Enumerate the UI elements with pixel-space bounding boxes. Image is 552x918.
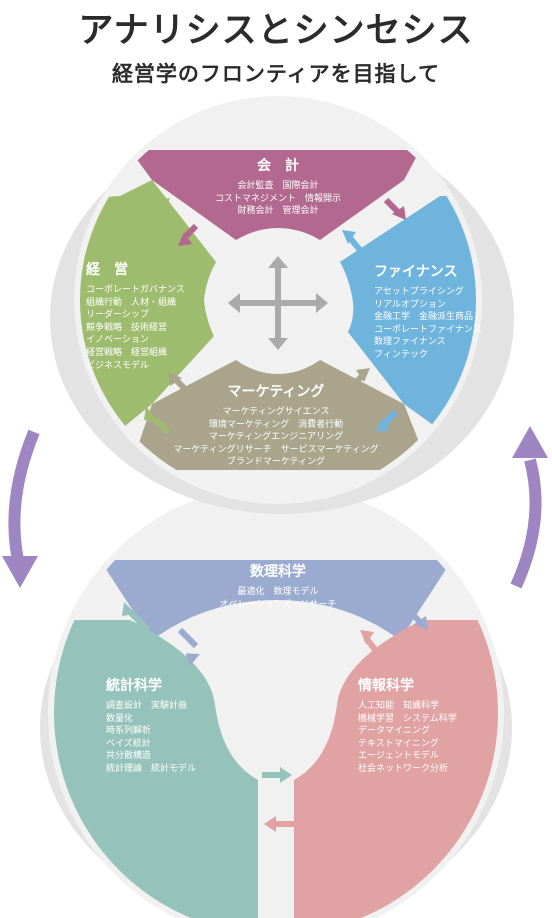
finance-item: アセットプライシング: [374, 287, 464, 297]
acc-to-mgmt-arrow: [183, 223, 199, 239]
fin-to-mkt-arrowhead: [376, 418, 390, 432]
mkt-to-fin-arrow: [347, 373, 365, 391]
marketing-item: マーケティングエンジニアリング: [208, 432, 344, 443]
statistics-label: 統計科学 調査設計 実験計画 数量化 時系列解析 ベイズ統計 共分散構造 統計理…: [106, 676, 196, 776]
informatics-item: テキストマイニング: [358, 738, 439, 749]
math-sector: [100, 560, 452, 640]
management-label: 経 営 コーポレートガバナンス 組織行動 人材・組織 リーダーシップ 競争戦略 …: [86, 260, 185, 372]
math-to-stat-arrowhead: [185, 653, 200, 668]
mkt-to-mgmt-arrow: [173, 377, 191, 395]
management-item: コーポレートガバナンス: [86, 285, 185, 295]
acc-to-fin-arrow: [383, 197, 401, 215]
accounting-item: 財務会計 管理会計: [237, 206, 319, 217]
statistics-heading: 統計科学: [106, 678, 162, 694]
stat-to-math-arrowhead: [122, 602, 136, 616]
statistics-item: 時系列解析: [106, 726, 152, 737]
up-cycle-arrowhead: [512, 426, 548, 458]
marketing-label: マーケティング マーケティングサイエンス 環境マーケティング 消費者行動 マーケ…: [173, 382, 378, 469]
mkt-to-fin-arrowhead: [356, 368, 370, 382]
math-heading: 数理科学: [250, 564, 306, 580]
acc-to-fin-arrowhead: [392, 206, 406, 220]
informatics-item: データマイニング: [358, 726, 431, 737]
statistics-item: ベイズ統計: [106, 738, 151, 749]
statistics-item: 統計理論 統計モデル: [106, 763, 197, 774]
statistics-item: 共分散構造: [106, 751, 152, 762]
mkt-to-mgmt-arrowhead: [168, 372, 182, 386]
informatics-label: 情報科学 人工知能 知識科学 機械学習 システム科学 データマイニング テキスト…: [358, 676, 457, 776]
math-to-info-arrowhead: [414, 616, 428, 630]
accounting-item: 会計監査 国際会計: [237, 181, 319, 191]
finance-item: コーポレートファイナンス: [374, 324, 482, 335]
marketing-sector: [130, 360, 430, 470]
finance-heading: ファイナンス: [374, 264, 458, 280]
management-item: ビジネスモデル: [86, 360, 150, 371]
accounting-item: コストマネジメント 情報開示: [214, 193, 342, 204]
math-to-stat-arrow: [177, 627, 199, 649]
stat-to-math-arrow: [127, 609, 151, 633]
down-cycle-arrow: [8, 429, 40, 562]
down-cycle-arrowhead: [2, 556, 38, 588]
finance-item: フィンテック: [374, 349, 428, 360]
math-item: オペレーションズ・リサーチ: [219, 599, 337, 610]
informatics-item: 人工知能 知識科学: [358, 701, 440, 711]
marketing-item: 環境マーケティング 消費者行動: [208, 419, 344, 430]
management-item: イノベーション: [86, 335, 149, 346]
marketing-item: マーケティングリサーチ サービスマーケティング: [173, 444, 379, 455]
marketing-item: ブランドマーケティング: [226, 457, 326, 468]
lower-flow-arrows: [122, 602, 428, 832]
cycle-arrows: [2, 426, 548, 589]
upper-flow-arrows: [144, 197, 406, 435]
management-sector: [80, 180, 216, 430]
fin-to-acc-arrowhead: [342, 230, 356, 244]
accounting-label: 会 計 会計監査 国際会計 コストマネジメント 情報開示 財務会計 管理会計: [215, 156, 341, 218]
finance-item: リアルオプション: [374, 299, 446, 310]
finance-item: 数理ファイナンス: [374, 337, 446, 348]
accounting-heading: 会 計: [256, 158, 299, 174]
management-item: リーダーシップ: [86, 310, 149, 321]
finance-item: 金融工学 金融派生商品: [374, 312, 474, 323]
informatics-item: エージェントモデル: [358, 751, 439, 762]
upper-disc: [50, 96, 514, 514]
statistics-item: 調査設計 実験計画: [106, 701, 188, 711]
center-cross-arrow-icon: [228, 256, 328, 350]
fin-to-mkt-arrow: [381, 409, 399, 427]
statistics-item: 数量化: [106, 713, 134, 724]
subtitle: 経営学のフロンティアを目指して: [111, 62, 441, 86]
math-to-info-arrow: [402, 603, 423, 625]
informatics-item: 機械学習 システム科学: [358, 713, 457, 724]
info-to-math-arrow: [363, 636, 383, 658]
finance-sector: [340, 196, 476, 430]
accounting-sector: [130, 150, 420, 240]
acc-to-mgmt-arrowhead: [178, 232, 192, 246]
stat-to-info-arrowhead: [280, 767, 292, 783]
management-item: 経営戦略 経営組織: [86, 347, 168, 358]
informatics-heading: 情報科学: [358, 678, 414, 694]
mgmt-to-acc-arrow: [147, 204, 165, 222]
informatics-item: 社会ネットワーク分析: [358, 763, 449, 774]
mgmt-to-mkt-arrowhead: [144, 406, 158, 422]
main-title: アナリシスとシンセシス: [78, 11, 474, 51]
management-item: 組織行動 人材・組織: [86, 297, 177, 308]
mgmt-to-acc-arrowhead: [156, 198, 170, 212]
up-cycle-arrow: [510, 458, 542, 589]
management-item: 競争戦略 技術経営: [86, 322, 168, 333]
math-label: 数理科学 最適化 数理モデル オペレーションズ・リサーチ: [220, 562, 337, 611]
math-item: 最適化 数理モデル: [237, 587, 319, 597]
info-to-stat-arrowhead: [264, 816, 276, 832]
marketing-item: マーケティングサイエンス: [222, 407, 330, 417]
management-heading: 経 営: [86, 262, 128, 278]
finance-label: ファイナンス アセットプライシング リアルオプション 金融工学 金融派生商品 コ…: [374, 262, 482, 362]
fin-to-acc-arrow: [347, 236, 363, 252]
marketing-heading: マーケティング: [227, 384, 325, 400]
info-to-math-arrowhead: [360, 630, 374, 644]
